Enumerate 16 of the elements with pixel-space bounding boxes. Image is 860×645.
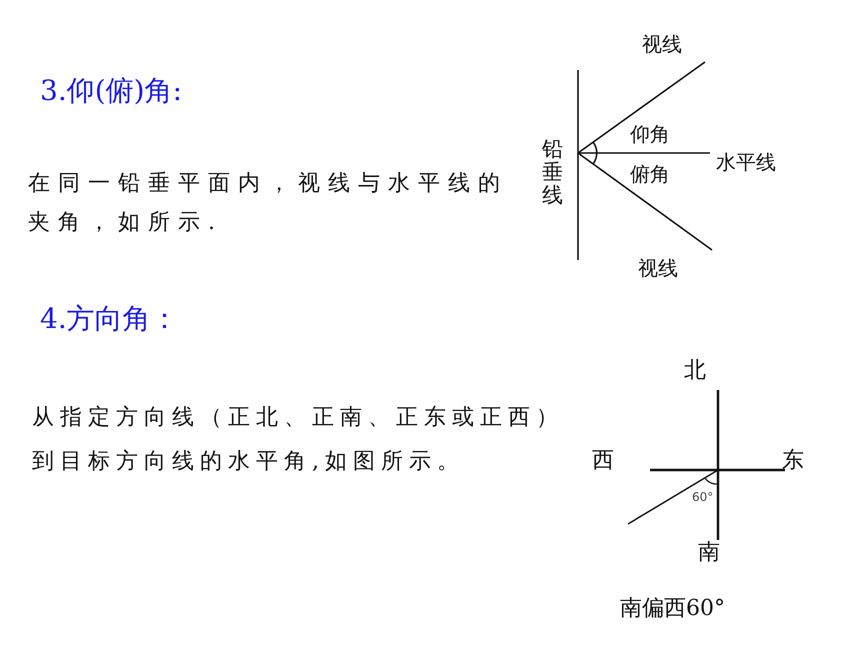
direction-label: 北	[684, 358, 706, 384]
angle-label: 仰角	[630, 122, 670, 146]
section-heading: 3.仰(俯)角:	[40, 74, 182, 108]
angle-label: 60°	[692, 490, 714, 504]
line-label: 视线	[638, 256, 678, 280]
caption: 南偏西60°	[620, 596, 725, 622]
direction-label: 东	[782, 448, 804, 474]
line-label: 水平线	[716, 150, 776, 174]
section-heading: 4.方向角：	[40, 302, 179, 336]
line-label: 铅垂线	[542, 138, 564, 208]
angle-label: 俯角	[630, 162, 670, 186]
direction-label: 西	[592, 448, 614, 474]
line-label: 视线	[642, 32, 682, 56]
direction-label: 南	[698, 540, 720, 566]
paragraph: 从指定方向线（正北、正南、正东或正西）到目标方向线的水平角,如图所示。	[32, 404, 565, 476]
paragraph: 在同一铅垂平面内，视线与水平线的夹角，如所示.	[28, 170, 509, 236]
